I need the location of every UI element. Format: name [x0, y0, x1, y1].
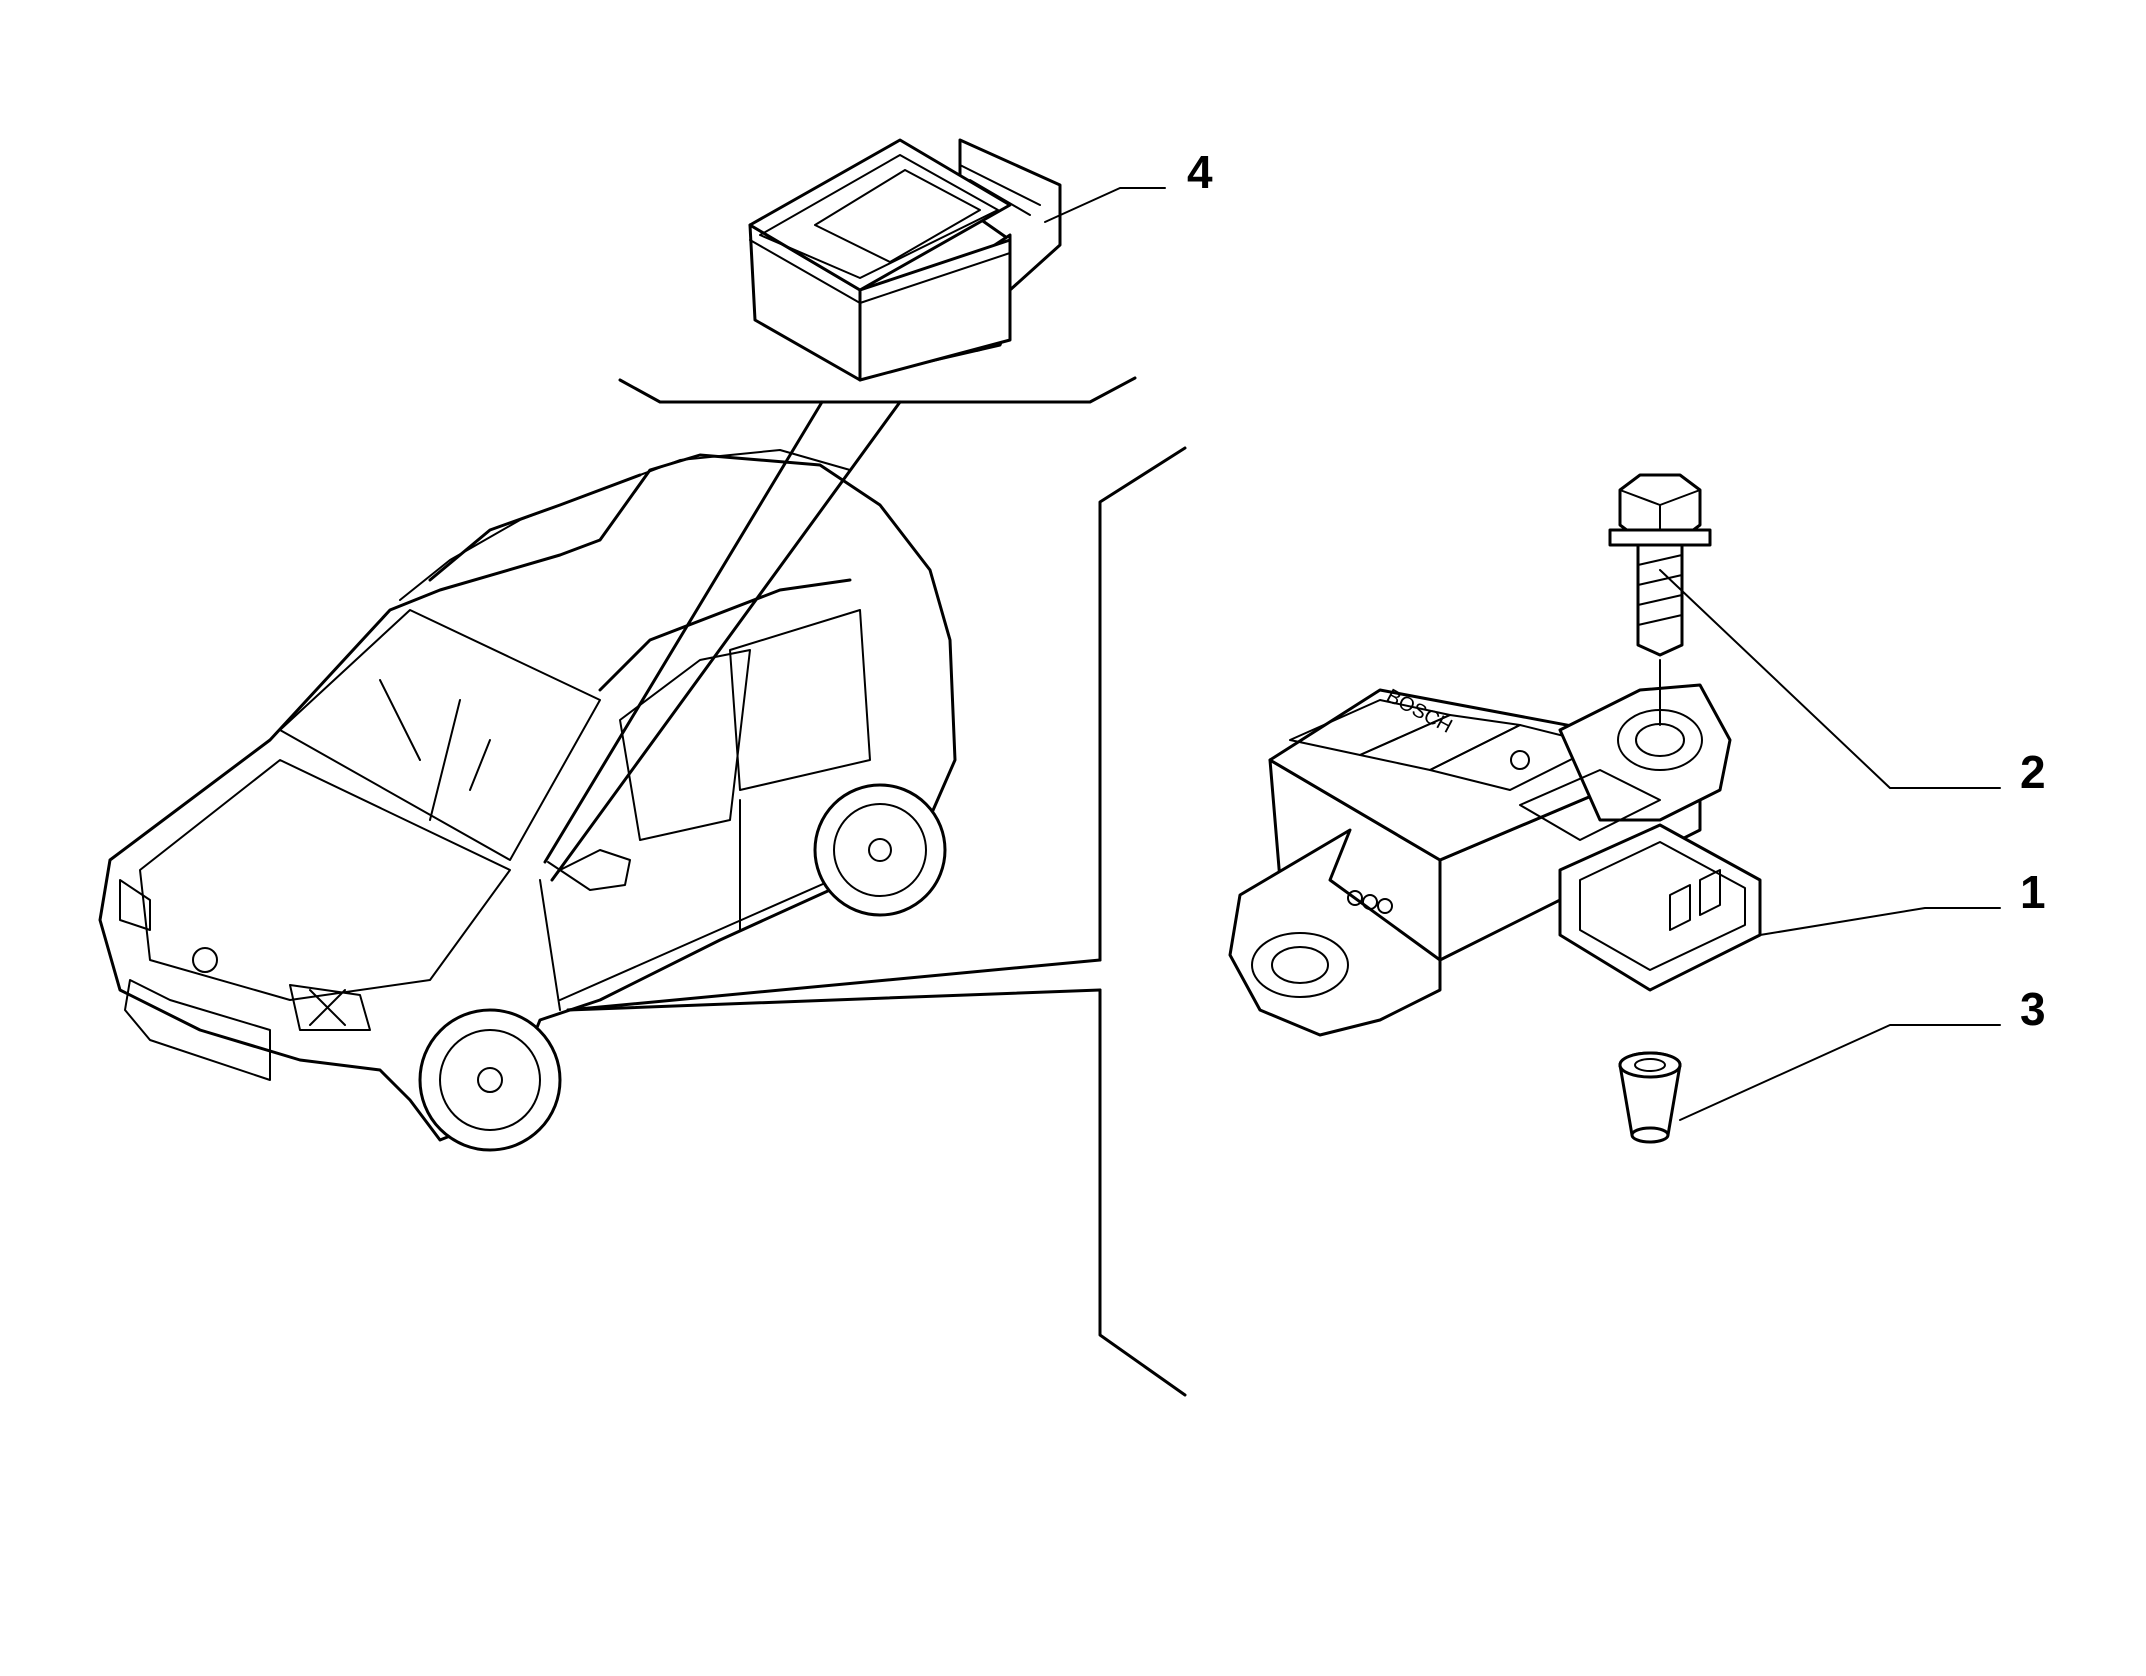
vehicle-illustration: [98, 449, 957, 1152]
callout-3: 3: [2020, 983, 2046, 1035]
part-4-module: [748, 138, 1062, 382]
leader-3: [1679, 1024, 2001, 1121]
detail-frame-lines: [543, 376, 1187, 1397]
leader-1: [1759, 907, 2001, 936]
callout-2: 2: [2020, 746, 2046, 798]
callout-4: 4: [1187, 146, 1213, 198]
part-2-bolt: [1608, 473, 1712, 726]
callout-leaders: [1044, 187, 2001, 1121]
part-1-sensor: BOSCH: [1228, 683, 1762, 1037]
part-3-bushing: [1618, 1051, 1682, 1144]
leader-4: [1044, 187, 1166, 223]
callout-1: 1: [2020, 866, 2046, 918]
leader-2: [1659, 569, 2001, 789]
